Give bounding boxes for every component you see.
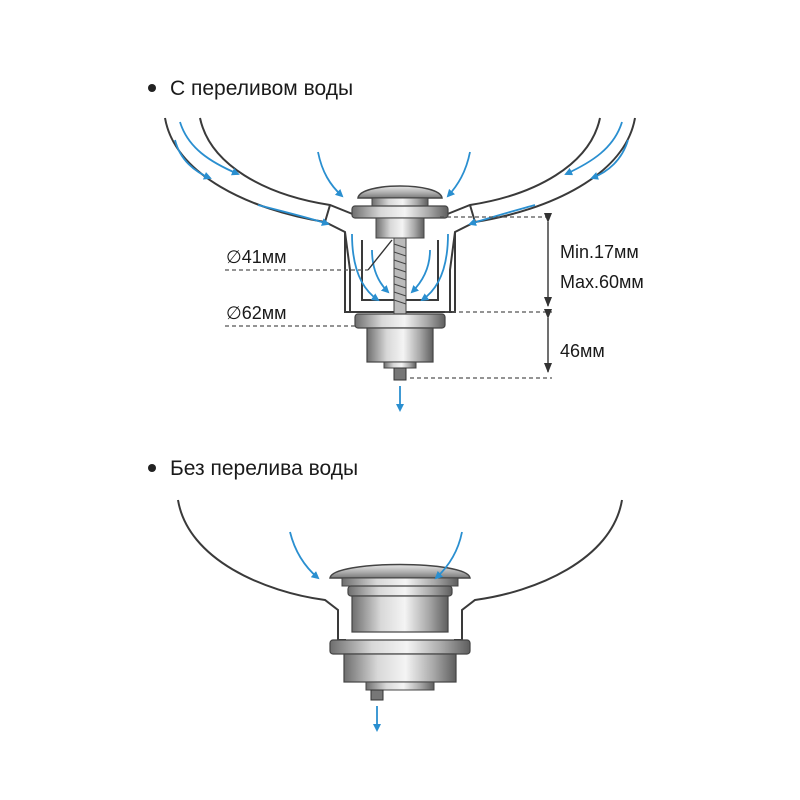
drain-body <box>354 313 446 381</box>
bullet-icon <box>148 84 156 92</box>
bullet-icon <box>148 464 156 472</box>
drain-cap <box>329 563 471 633</box>
inner-diameter-label: ∅41мм <box>226 247 286 267</box>
outer-diameter-label: ∅62мм <box>226 303 286 323</box>
drain-cap <box>351 185 449 239</box>
water-flow-arrows <box>289 531 463 732</box>
body-height-label: 46мм <box>560 341 605 361</box>
section-without-overflow: Без перелива воды <box>148 457 623 732</box>
basin-walls <box>177 499 623 641</box>
range-max-label: Max.60мм <box>560 272 644 292</box>
threaded-rod <box>393 237 407 315</box>
dimension-lines <box>225 213 552 379</box>
water-flow-arrows <box>174 121 629 412</box>
section-heading-overflow: С переливом воды <box>170 77 353 100</box>
range-min-label: Min.17мм <box>560 242 639 262</box>
section-heading-no-overflow: Без перелива воды <box>170 457 358 480</box>
section-with-overflow: С переливом воды <box>148 77 644 412</box>
drain-body <box>329 639 471 701</box>
